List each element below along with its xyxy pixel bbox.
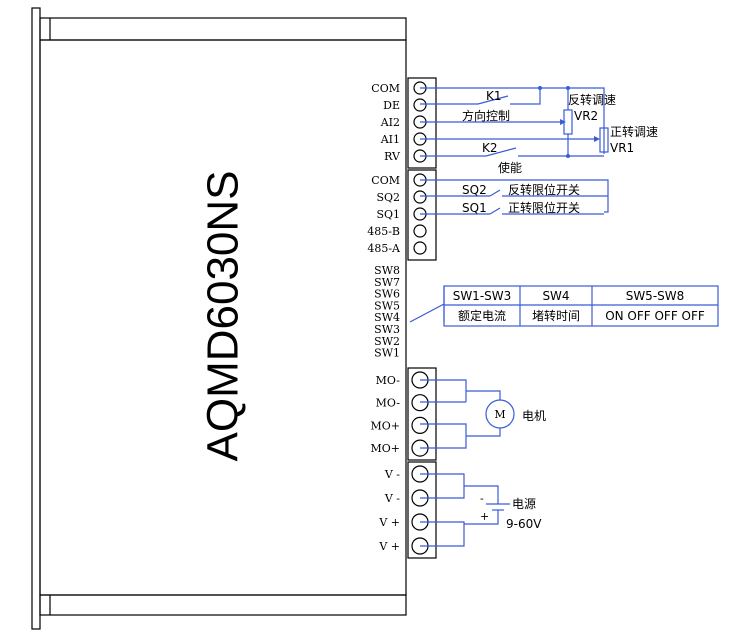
terminal-block-1 xyxy=(407,77,437,169)
motor-label: 电机 xyxy=(522,409,546,423)
terminal-screw xyxy=(413,241,427,255)
forward-speed-label: 正转调速 xyxy=(610,124,658,139)
terminal-label-gsw-3: SW5 xyxy=(374,299,400,312)
table-header-sw4: SW4 xyxy=(542,289,569,303)
k2-label: K2 xyxy=(482,141,498,155)
table-value-switch-states: ON OFF OFF OFF xyxy=(605,309,705,323)
terminal-label-g1-3: AI1 xyxy=(380,133,400,146)
terminal-label-gm-0: MO- xyxy=(376,374,401,387)
terminal-label-gp-1: V - xyxy=(384,492,400,505)
table-header-sw1-sw3: SW1-SW3 xyxy=(453,289,512,303)
power-source-label: 电源 xyxy=(512,497,536,511)
terminal-block-power xyxy=(407,461,437,559)
terminal-label-g2-3: 485-B xyxy=(367,225,400,238)
terminal-label-g1-2: AI2 xyxy=(380,116,400,129)
terminal-label-g1-0: COM xyxy=(371,82,400,95)
terminal-screw xyxy=(411,416,429,434)
device-enclosure xyxy=(31,7,407,630)
terminal-screw xyxy=(413,98,427,112)
enable-label: 使能 xyxy=(498,160,522,175)
terminal-label-gsw-7: SW1 xyxy=(374,347,400,360)
direction-control-label: 方向控制 xyxy=(462,108,510,123)
terminal-label-gsw-4: SW4 xyxy=(374,311,400,324)
battery-plus: + xyxy=(480,510,489,523)
terminal-label-g2-4: 485-A xyxy=(367,242,401,255)
terminal-label-gm-3: MO+ xyxy=(371,442,401,455)
terminal-label-gsw-2: SW6 xyxy=(374,288,400,301)
terminal-block-2 xyxy=(407,169,437,261)
reverse-speed-label: 反转调速 xyxy=(568,92,616,107)
limit-wiring xyxy=(420,179,609,215)
control-wiring xyxy=(420,86,609,158)
terminal-label-gp-3: V + xyxy=(378,540,400,553)
terminal-label-g2-1: SQ2 xyxy=(376,191,400,204)
sq1-label: SQ1 xyxy=(462,201,487,215)
vr1-potentiometer xyxy=(599,127,609,153)
switch-table-connector xyxy=(409,286,445,323)
terminal-label-gsw-1: SW7 xyxy=(374,276,400,289)
terminal-screw xyxy=(411,394,429,412)
terminal-screw xyxy=(413,224,427,238)
terminal-label-gsw-0: SW8 xyxy=(374,264,400,277)
vr1-label: VR1 xyxy=(610,141,634,155)
terminal-label-g2-2: SQ1 xyxy=(376,208,400,221)
terminal-label-g2-0: COM xyxy=(371,174,400,187)
battery-minus: - xyxy=(480,492,484,505)
voltage-label: 9-60V xyxy=(506,517,542,531)
table-header-sw5-sw8: SW5-SW8 xyxy=(626,289,685,303)
annotations: K1 方向控制 K2 使能 反转调速 VR2 正转调速 VR1 SQ2 反转限位… xyxy=(462,89,658,531)
sq2-label: SQ2 xyxy=(462,183,487,197)
terminal-label-g1-4: RV xyxy=(384,150,401,163)
table-value-stall-time: 堵转时间 xyxy=(532,308,580,323)
terminal-screw xyxy=(413,190,427,204)
k1-label: K1 xyxy=(486,89,502,103)
terminal-label-gsw-6: SW2 xyxy=(374,335,400,348)
vr2-label: VR2 xyxy=(574,109,598,123)
forward-limit-label: 正转限位开关 xyxy=(508,200,580,215)
motor-letter: M xyxy=(494,408,505,421)
terminal-label-gm-2: MO+ xyxy=(371,419,401,432)
terminal-label-gp-0: V - xyxy=(384,468,400,481)
terminal-block-motor xyxy=(407,367,437,461)
switch-table: SW1-SW3 SW4 SW5-SW8 额定电流 堵转时间 ON OFF OFF… xyxy=(443,285,719,327)
terminal-label-g1-1: DE xyxy=(383,99,400,112)
reverse-limit-label: 反转限位开关 xyxy=(508,182,580,197)
motor-wiring: M xyxy=(420,379,515,449)
model-name: AQMD6030NS xyxy=(199,170,248,461)
terminal-label-gm-1: MO- xyxy=(376,397,401,410)
table-value-rated-current: 额定电流 xyxy=(458,308,506,323)
terminal-label-gp-2: V + xyxy=(378,516,400,529)
power-wiring: - + xyxy=(420,473,510,547)
terminal-label-gsw-5: SW3 xyxy=(374,323,400,336)
